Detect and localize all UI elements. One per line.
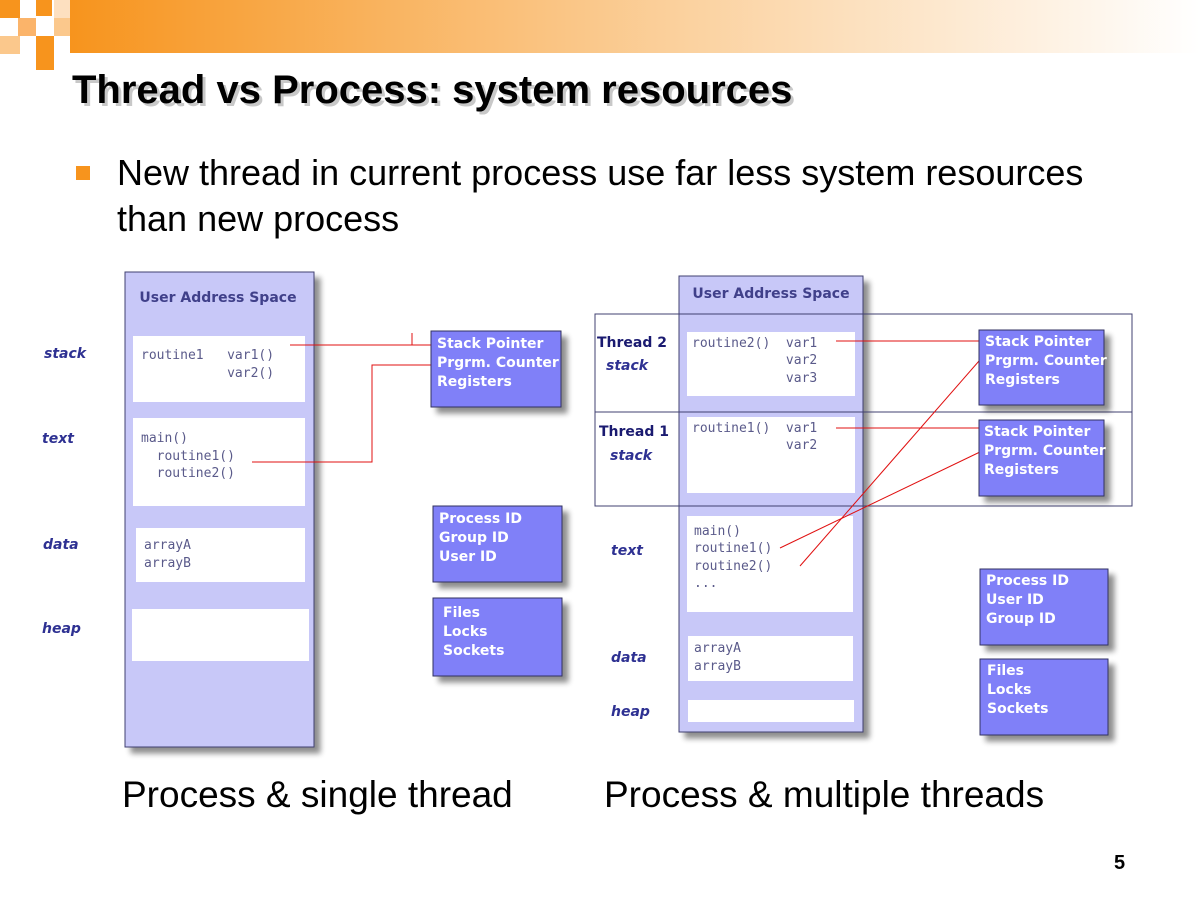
box-line: Stack Pointer xyxy=(985,334,1092,350)
box-line: Locks xyxy=(987,682,1031,698)
code-line: routine2() xyxy=(141,466,235,481)
right-text-box xyxy=(687,516,853,612)
left-segment-label: stack xyxy=(44,346,88,362)
left-data-box xyxy=(136,528,305,582)
bullet-marker xyxy=(76,166,90,180)
caption-single-thread: Process & single thread xyxy=(122,774,513,815)
box-line: Group ID xyxy=(439,530,509,546)
code-line: var2 xyxy=(692,438,817,453)
box-line: Process ID xyxy=(439,511,522,527)
code-line: arrayB xyxy=(694,659,741,674)
corner-square xyxy=(18,18,36,36)
caption-multiple-threads: Process & multiple threads xyxy=(604,774,1045,815)
box-line: Locks xyxy=(443,624,487,640)
left-heap-box xyxy=(132,609,309,661)
t2-registers-box xyxy=(978,329,1105,406)
connector-line xyxy=(252,364,431,463)
left-registers-box xyxy=(430,330,562,408)
corner-square xyxy=(54,0,70,18)
thread2-label: Thread 2 xyxy=(597,335,667,351)
right-data-box xyxy=(688,636,853,681)
code-line: routine2() xyxy=(694,559,772,574)
box-line: User ID xyxy=(986,592,1044,608)
box-line: Stack Pointer xyxy=(437,336,544,352)
thread1-label: Thread 1 xyxy=(599,424,669,440)
right-segment-label: data xyxy=(611,650,647,666)
box-line: Group ID xyxy=(986,611,1056,627)
code-line: routine1() xyxy=(141,449,235,464)
code-line: ... xyxy=(694,576,717,591)
right-files-box xyxy=(979,658,1109,736)
corner-square xyxy=(54,18,70,36)
box-line: Sockets xyxy=(987,701,1048,717)
corner-square xyxy=(0,36,20,54)
code-line: main() xyxy=(694,524,741,539)
box-line: Registers xyxy=(984,462,1059,478)
left-stack-box xyxy=(133,336,305,402)
code-line: arrayB xyxy=(144,556,191,571)
left-address-space-header: User Address Space xyxy=(139,290,296,306)
code-line: var3 xyxy=(692,371,817,386)
corner-square xyxy=(36,0,52,16)
right-segment-label: heap xyxy=(611,704,650,720)
right-segment-label: text xyxy=(611,543,644,559)
box-line: User ID xyxy=(439,549,497,565)
t2-stack-box xyxy=(687,332,855,396)
code-line: arrayA xyxy=(694,641,741,656)
right-address-space-header: User Address Space xyxy=(692,286,849,302)
box-line: Files xyxy=(987,663,1024,679)
code-line: arrayA xyxy=(144,538,191,553)
t1-registers-box xyxy=(978,419,1105,497)
corner-decoration xyxy=(0,0,1200,70)
box-line: Registers xyxy=(437,374,512,390)
left-ids-box xyxy=(432,505,563,583)
code-line: var2 xyxy=(692,353,817,368)
corner-square xyxy=(36,36,54,70)
code-line: routine2() var1 xyxy=(692,336,817,351)
box-line: Files xyxy=(443,605,480,621)
page-number: 5 xyxy=(1114,852,1126,874)
left-segment-label: heap xyxy=(42,621,81,637)
left-files-box xyxy=(432,597,563,677)
connector-line xyxy=(799,360,980,567)
code-line: routine1() var1 xyxy=(692,421,817,436)
left-segment-label: data xyxy=(43,537,79,553)
thread2-stack-label: stack xyxy=(606,358,650,374)
header-bar xyxy=(70,0,1200,53)
code-line: routine1 var1() xyxy=(141,348,274,363)
box-line: Prgrm. Counter xyxy=(984,443,1106,459)
box-line: Stack Pointer xyxy=(984,424,1091,440)
box-line: Prgrm. Counter xyxy=(437,355,559,371)
bullet-text: New thread in current process use far le… xyxy=(117,152,1084,239)
box-line: Sockets xyxy=(443,643,504,659)
box-line: Registers xyxy=(985,372,1060,388)
box-line: Prgrm. Counter xyxy=(985,353,1107,369)
box-line: Process ID xyxy=(986,573,1069,589)
right-ids-box xyxy=(979,568,1109,646)
corner-square xyxy=(0,0,20,18)
right-heap-box xyxy=(688,700,854,722)
code-line: main() xyxy=(141,431,188,446)
thread1-band xyxy=(594,411,1133,507)
t1-stack-box xyxy=(687,417,855,493)
left-segment-label: text xyxy=(42,431,75,447)
thread1-stack-label: stack xyxy=(610,448,654,464)
slide-title: Thread vs Process: system resources xyxy=(72,68,793,112)
code-line: var2() xyxy=(141,366,274,381)
connector-line xyxy=(779,450,983,549)
code-line: routine1() xyxy=(694,541,772,556)
